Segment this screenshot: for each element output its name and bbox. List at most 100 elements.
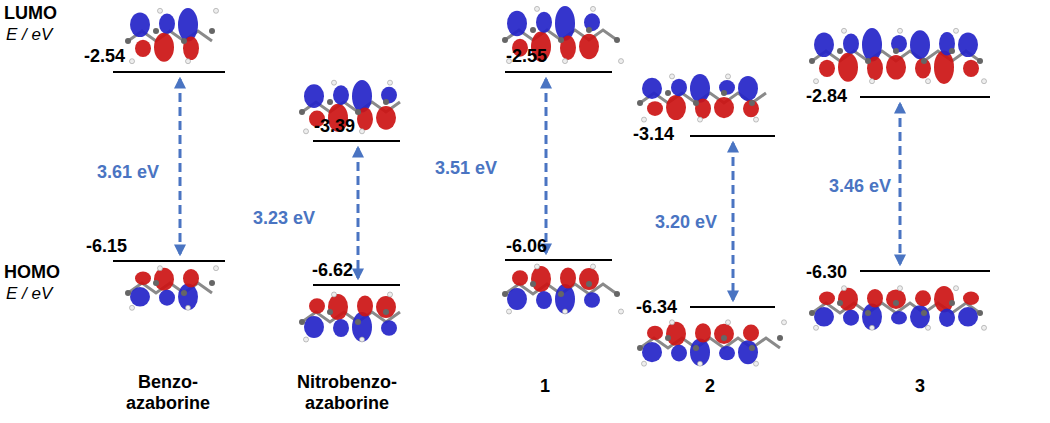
atom	[209, 280, 215, 286]
hydrogen-atom	[898, 28, 903, 33]
atom	[153, 28, 159, 34]
orbital-lobe	[843, 33, 859, 53]
orbital-lobe	[862, 28, 882, 62]
orbital-lobe	[814, 32, 834, 57]
atom	[125, 38, 131, 44]
gap-value: 3.51 eV	[434, 158, 498, 179]
lumo-level	[690, 135, 775, 137]
atom	[809, 58, 815, 64]
lumo-level	[313, 140, 400, 142]
atom	[721, 90, 727, 96]
atom	[586, 27, 592, 33]
atom	[586, 281, 592, 287]
energy-value: -6.62	[312, 260, 353, 281]
atom	[530, 281, 536, 287]
hydrogen-atom	[870, 79, 875, 84]
orbital-lobe	[939, 308, 955, 326]
orbital-lobe	[507, 11, 527, 37]
hydrogen-atom	[360, 337, 365, 342]
orbital-lobe	[304, 84, 324, 108]
energy-value: -6.34	[636, 297, 677, 318]
gap-arrow	[357, 148, 360, 278]
hydrogen-atom	[954, 28, 959, 33]
energy-value: -3.39	[314, 116, 355, 137]
orbital-lobe	[666, 322, 686, 346]
orbital-lobe	[135, 272, 151, 286]
hydrogen-atom	[926, 325, 931, 330]
hydrogen-atom	[619, 59, 624, 64]
hydrogen-atom	[563, 309, 568, 314]
orbital-lobe	[584, 292, 600, 307]
orbital-lobe	[647, 101, 663, 116]
orbital-lobe	[352, 80, 372, 112]
orbital-lobe	[579, 34, 599, 60]
atom	[153, 280, 159, 286]
hydrogen-atom	[591, 6, 596, 11]
orbital-lobe	[714, 97, 734, 118]
hydrogen-atom	[332, 80, 337, 85]
atom	[921, 310, 927, 316]
hydrogen-atom	[754, 117, 759, 122]
orbital-lobe	[135, 40, 151, 57]
orbital-lobe	[159, 13, 175, 33]
orbital-lobe	[910, 305, 930, 328]
hydrogen-atom	[591, 264, 596, 269]
orbital-lobe	[891, 311, 907, 325]
hydrogen-atom	[814, 325, 819, 330]
orbital-lobe	[376, 106, 396, 130]
orbital-lobe	[333, 85, 349, 105]
atom	[977, 310, 983, 316]
energy-value: -2.84	[806, 86, 847, 107]
orbital-lobe	[512, 270, 528, 285]
atom	[558, 37, 564, 43]
gap-arrow	[732, 143, 735, 300]
orbital-lobe	[719, 346, 735, 360]
energy-unit: E / eV	[6, 284, 52, 304]
energy-value: -6.15	[86, 236, 127, 257]
orbital-lobe	[671, 345, 687, 362]
hydrogen-atom	[726, 320, 731, 325]
orbital-lobe	[714, 324, 734, 344]
orbital-lobe	[671, 79, 687, 96]
gap-arrow	[899, 104, 902, 264]
atom	[181, 290, 187, 296]
orbital-lobe	[357, 296, 373, 317]
lumo-level	[505, 71, 612, 73]
orbital-lobe	[886, 290, 906, 309]
hydrogen-atom	[698, 361, 703, 366]
orbital-lobe	[178, 284, 198, 310]
energy-value: -6.30	[806, 262, 847, 283]
orbital-lobe	[915, 58, 931, 78]
atom	[693, 345, 699, 351]
orbital-lobe	[159, 290, 175, 306]
orbital-lobe	[738, 340, 758, 364]
atom	[327, 309, 333, 315]
orbital-lobe	[939, 32, 955, 56]
hydrogen-atom	[158, 8, 163, 13]
orbital-lobe	[352, 312, 372, 342]
orbital-lobe	[910, 30, 930, 59]
atom	[893, 48, 899, 54]
homo-level	[505, 259, 612, 261]
compound-name: 1	[530, 376, 560, 397]
hydrogen-atom	[130, 305, 135, 310]
orbital-lobe	[963, 60, 979, 77]
orbital-lobe	[555, 6, 575, 41]
lumo-level	[113, 71, 225, 73]
hydrogen-atom	[158, 266, 163, 271]
molecule-skeleton	[640, 338, 780, 348]
orbital-lobe	[695, 323, 711, 342]
hydrogen-atom	[982, 325, 987, 330]
hydrogen-atom	[304, 129, 309, 134]
hydrogen-atom	[698, 117, 703, 122]
hydrogen-atom	[214, 266, 219, 271]
orbital-lobe	[819, 292, 835, 306]
atom	[502, 37, 508, 43]
hydrogen-atom	[726, 74, 731, 79]
orbital-lobe	[690, 338, 710, 366]
energy-levels	[113, 72, 990, 307]
hydrogen-atom	[814, 79, 819, 84]
orbital-lobe	[915, 290, 931, 306]
atom	[809, 310, 815, 316]
atom	[383, 309, 389, 315]
